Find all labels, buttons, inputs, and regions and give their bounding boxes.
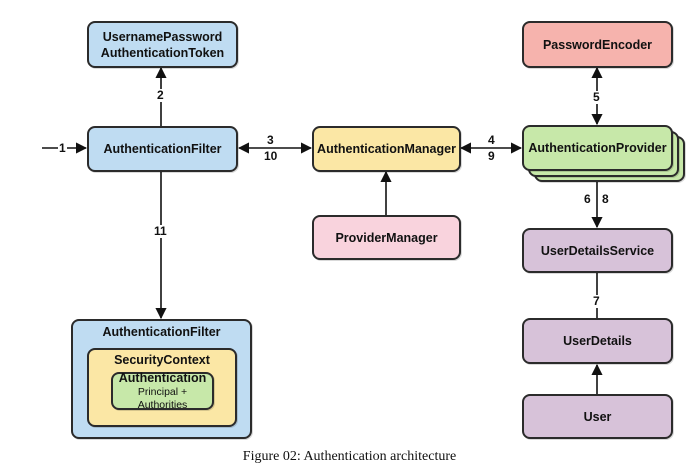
edge-label-3: 3 [267, 133, 274, 147]
user-details-node: UserDetails [522, 318, 673, 364]
authentication-node: Authentication Principal + Authorities [111, 371, 214, 411]
authentication-title: Authentication [118, 371, 207, 385]
security-context-node: SecurityContext Authentication Principal… [87, 348, 237, 427]
authentication-filter-container-title: AuthenticationFilter [102, 325, 221, 339]
password-encoder-label: PasswordEncoder [542, 37, 653, 52]
edge-label-9: 9 [488, 149, 495, 163]
username-token-line-2: AuthenticationToken [100, 45, 225, 60]
edge-label-1: 1 [58, 141, 67, 155]
authentication-manager-label: AuthenticationManager [317, 142, 456, 156]
edge-label-6: 6 [584, 192, 591, 206]
security-context-title: SecurityContext [114, 353, 210, 367]
provider-manager-node: ProviderManager [312, 215, 461, 260]
user-label: User [583, 409, 612, 424]
user-details-service-label: UserDetailsService [540, 243, 655, 258]
password-encoder-node: PasswordEncoder [522, 21, 673, 68]
authentication-filter-label: AuthenticationFilter [103, 142, 222, 156]
username-token-line-1: UsernamePassword [102, 29, 223, 44]
figure-caption: Figure 02: Authentication architecture [242, 449, 457, 464]
authentication-provider-label: AuthenticationProvider [528, 141, 667, 155]
authentication-manager-node: AuthenticationManager [312, 126, 461, 172]
authentication-provider-node: AuthenticationProvider [522, 125, 673, 171]
username-password-token-node: UsernamePassword AuthenticationToken [87, 21, 238, 68]
user-details-service-node: UserDetailsService [522, 228, 673, 273]
edge-label-2: 2 [156, 88, 165, 102]
edge-label-8: 8 [602, 192, 609, 206]
authentication-filter-node: AuthenticationFilter [87, 126, 238, 172]
authentication-detail: Principal + Authorities [137, 386, 188, 411]
user-node: User [522, 394, 673, 439]
provider-manager-label: ProviderManager [335, 230, 438, 245]
edge-label-10: 10 [264, 149, 278, 163]
edge-label-11: 11 [153, 224, 168, 238]
authentication-filter-container: AuthenticationFilter SecurityContext Aut… [71, 319, 252, 439]
edge-label-5: 5 [592, 90, 601, 104]
edge-label-7: 7 [592, 294, 601, 308]
user-details-label: UserDetails [563, 334, 632, 348]
edge-label-4: 4 [488, 133, 495, 147]
